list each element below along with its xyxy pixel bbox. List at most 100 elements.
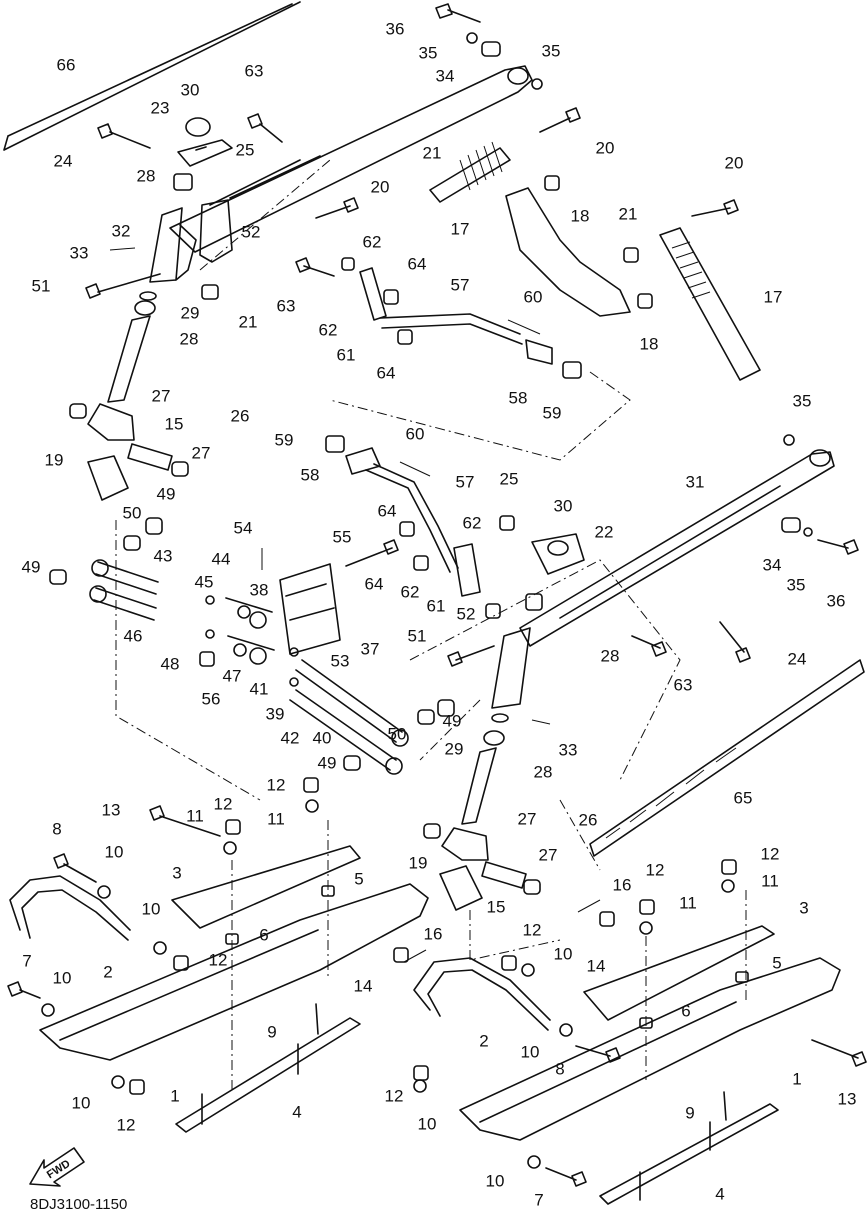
callout-c-6a: 6 (259, 925, 268, 944)
callout-c-12b: 12 (214, 794, 233, 813)
left-ski-assembly (7, 777, 429, 1133)
callout-c-46: 46 (124, 626, 143, 645)
right-ski-assembly (413, 859, 867, 1205)
callout-c-28b: 28 (180, 329, 199, 348)
washer (783, 434, 795, 446)
callout-c-49b: 49 (22, 557, 41, 576)
callout-c-44: 44 (212, 549, 231, 568)
bolt (545, 1167, 587, 1187)
callout-c-16a: 16 (613, 875, 632, 894)
bolt (247, 113, 283, 143)
nut (383, 289, 399, 305)
nut (303, 777, 319, 793)
bushing (437, 699, 455, 717)
drawing-code: 8DJ3100-1150 (30, 1196, 127, 1213)
callout-c-65: 65 (734, 788, 753, 807)
callout-c-35c: 35 (793, 391, 812, 410)
spring-clip (403, 949, 427, 963)
callout-c-36a: 36 (386, 19, 405, 38)
nut (413, 1065, 429, 1081)
middle-assembly (49, 434, 865, 911)
callout-c-10f: 10 (72, 1093, 91, 1112)
washer (639, 921, 653, 935)
callout-c-62a: 62 (363, 232, 382, 251)
callout-c-20b: 20 (371, 177, 390, 196)
shock-bracket (505, 187, 631, 317)
bushing (481, 41, 501, 57)
fwd-arrow-icon: FWD (29, 1147, 85, 1187)
callout-c-55: 55 (333, 527, 352, 546)
bolt (85, 273, 161, 299)
bolt (345, 539, 399, 567)
bolt (447, 645, 495, 667)
rod-end (345, 447, 381, 475)
callout-c-30a: 30 (181, 80, 200, 99)
tube-46 (93, 587, 157, 621)
callout-c-28a: 28 (137, 166, 156, 185)
handle-left (9, 875, 131, 941)
pin (109, 247, 136, 251)
callout-c-13b: 13 (838, 1089, 857, 1108)
callout-c-26b: 26 (579, 810, 598, 829)
stud (201, 1003, 319, 1125)
callout-c-53: 53 (331, 651, 350, 670)
pivot-bracket (199, 199, 233, 263)
callout-c-27d: 27 (539, 845, 558, 864)
callout-c-43: 43 (154, 546, 173, 565)
steering-column (149, 207, 197, 283)
bolt (719, 621, 751, 663)
callout-c-1b: 1 (792, 1069, 801, 1088)
callout-c-32: 32 (112, 221, 131, 240)
shock-spring (671, 241, 711, 299)
callout-c-10b: 10 (142, 899, 161, 918)
washer (111, 1075, 125, 1089)
callout-c-12f: 12 (209, 950, 228, 969)
callout-c-12g: 12 (385, 1086, 404, 1105)
callout-c-49d: 49 (318, 753, 337, 772)
washer (223, 841, 237, 855)
spindle-mount-right (583, 925, 775, 1021)
callout-c-10a: 10 (105, 842, 124, 861)
callout-c-37: 37 (361, 639, 380, 658)
callout-c-35d: 35 (787, 575, 806, 594)
callout-c-60b: 60 (406, 424, 425, 443)
ski-left (39, 883, 429, 1061)
callout-c-38: 38 (250, 580, 269, 599)
nut (201, 284, 219, 300)
callout-c-56: 56 (202, 689, 221, 708)
callout-c-64c: 64 (378, 501, 397, 520)
washer (413, 1079, 427, 1093)
tube-cap (89, 585, 107, 603)
callout-c-64b: 64 (377, 363, 396, 382)
decal-strip (3, 1, 301, 151)
rod-nut (325, 435, 345, 453)
callout-c-12h: 12 (117, 1115, 136, 1134)
connector (225, 597, 275, 651)
nut (341, 257, 355, 271)
alignment-line (115, 520, 681, 871)
callout-c-34a: 34 (436, 66, 455, 85)
callout-c-14a: 14 (354, 976, 373, 995)
callout-c-41: 41 (250, 679, 269, 698)
callout-c-52b: 52 (457, 604, 476, 623)
callout-c-64d: 64 (365, 574, 384, 593)
callout-c-31: 31 (686, 472, 705, 491)
callout-c-28c: 28 (601, 646, 620, 665)
alignment-line (231, 820, 329, 1090)
steering-arm-upper (169, 65, 533, 253)
callout-c-10e: 10 (521, 1042, 540, 1061)
washer (41, 1003, 55, 1017)
callout-c-62b: 62 (319, 320, 338, 339)
alignment-line (199, 159, 631, 461)
callout-c-29b: 29 (445, 739, 464, 758)
nut (397, 329, 413, 345)
cotter-pin (399, 461, 431, 477)
callout-c-24b: 24 (788, 649, 807, 668)
spindle-mount-left (171, 845, 361, 929)
callout-c-58b: 58 (301, 465, 320, 484)
ball-joint (249, 611, 267, 629)
callout-c-4b: 4 (715, 1184, 724, 1203)
washer (205, 595, 215, 605)
